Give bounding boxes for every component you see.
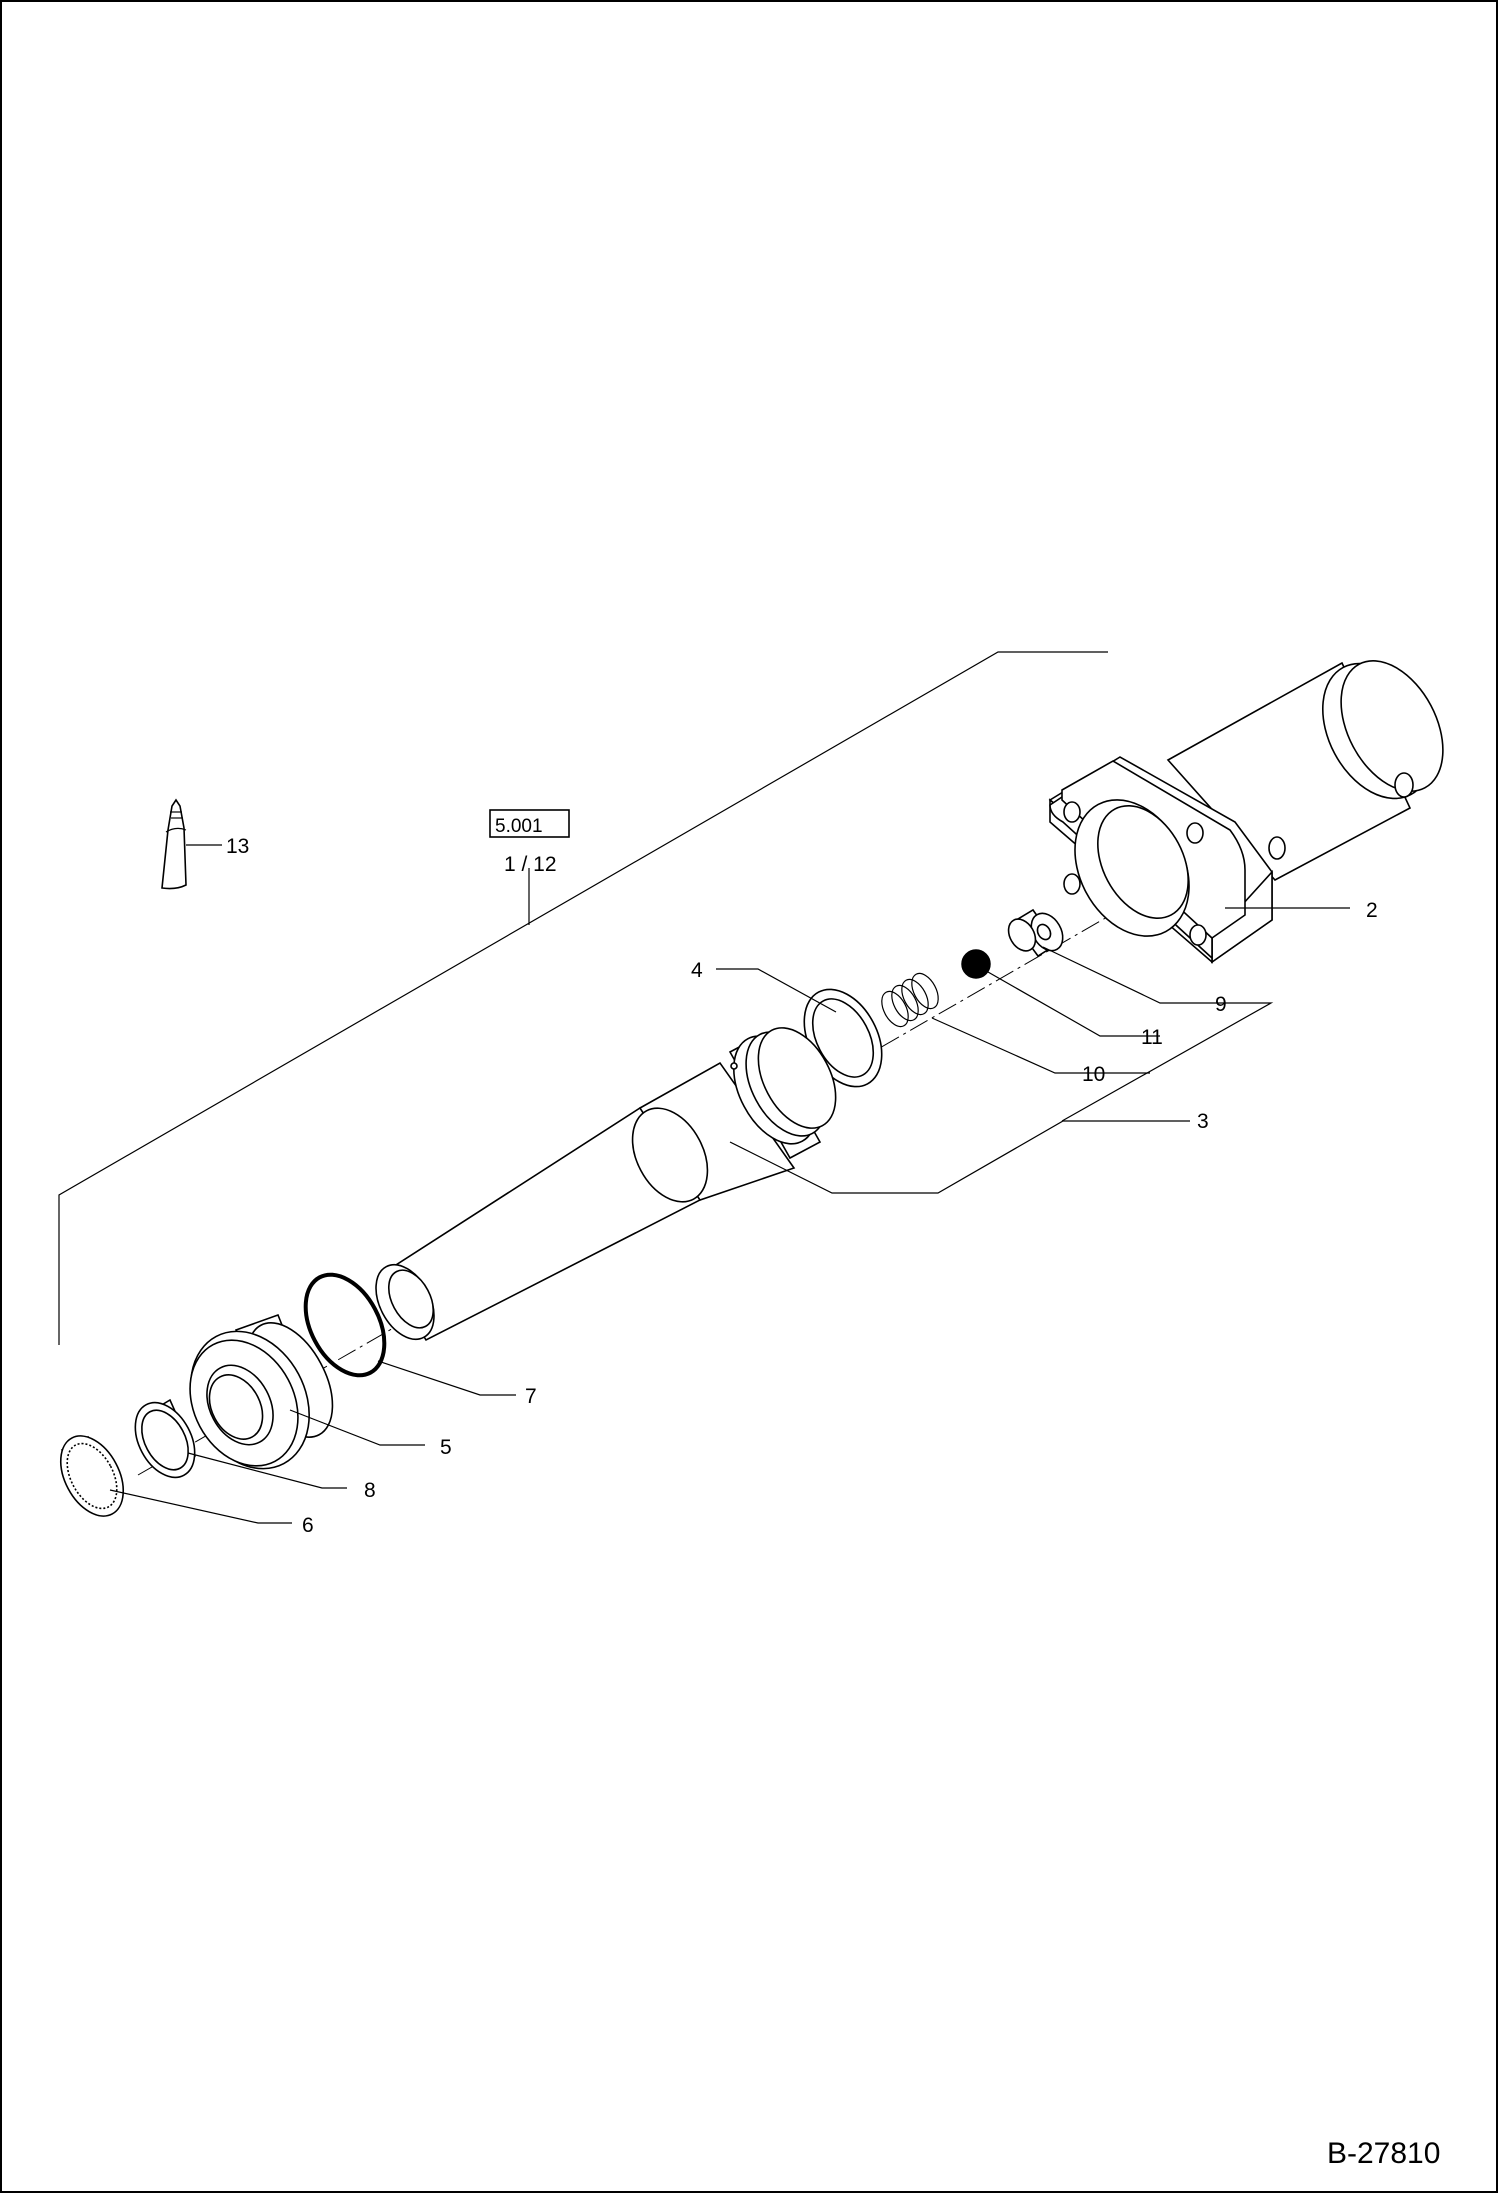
- callout-5: 5: [440, 1436, 452, 1459]
- reference-items: 1 / 12: [504, 853, 557, 876]
- callout-labels: 2 3 4 5 6 7 8 9 10 11 13: [226, 835, 1378, 1537]
- part-2-cylinder-housing[interactable]: [1048, 644, 1464, 964]
- callout-9: 9: [1215, 993, 1227, 1016]
- sheet-id: B-27810: [1327, 2137, 1440, 2170]
- leader-lines: [109, 844, 1350, 1524]
- reference-page: 5.001: [495, 816, 543, 837]
- part-11-ball[interactable]: [961, 949, 991, 979]
- callout-4: 4: [691, 959, 703, 982]
- callout-7: 7: [525, 1385, 537, 1408]
- part-7-o-ring[interactable]: [290, 1261, 401, 1388]
- part-6-wiper[interactable]: [48, 1425, 136, 1526]
- part-9-plug[interactable]: [1003, 908, 1069, 958]
- callout-6: 6: [302, 1514, 314, 1537]
- part-10-spring[interactable]: [876, 969, 943, 1031]
- callout-13: 13: [226, 835, 249, 858]
- reference-box[interactable]: 5.001: [489, 809, 570, 838]
- part-13-adhesive-tube[interactable]: [161, 798, 187, 890]
- callout-8: 8: [364, 1479, 376, 1502]
- part-8-bushing[interactable]: [123, 1392, 206, 1487]
- assembly-bracket: [58, 651, 1108, 1345]
- callout-10: 10: [1082, 1063, 1105, 1086]
- callout-2: 2: [1366, 899, 1378, 922]
- part-5-gland[interactable]: [168, 1309, 350, 1490]
- callout-3: 3: [1197, 1110, 1209, 1133]
- callout-11: 11: [1141, 1026, 1163, 1049]
- part-3-piston-rod[interactable]: [364, 1015, 851, 1349]
